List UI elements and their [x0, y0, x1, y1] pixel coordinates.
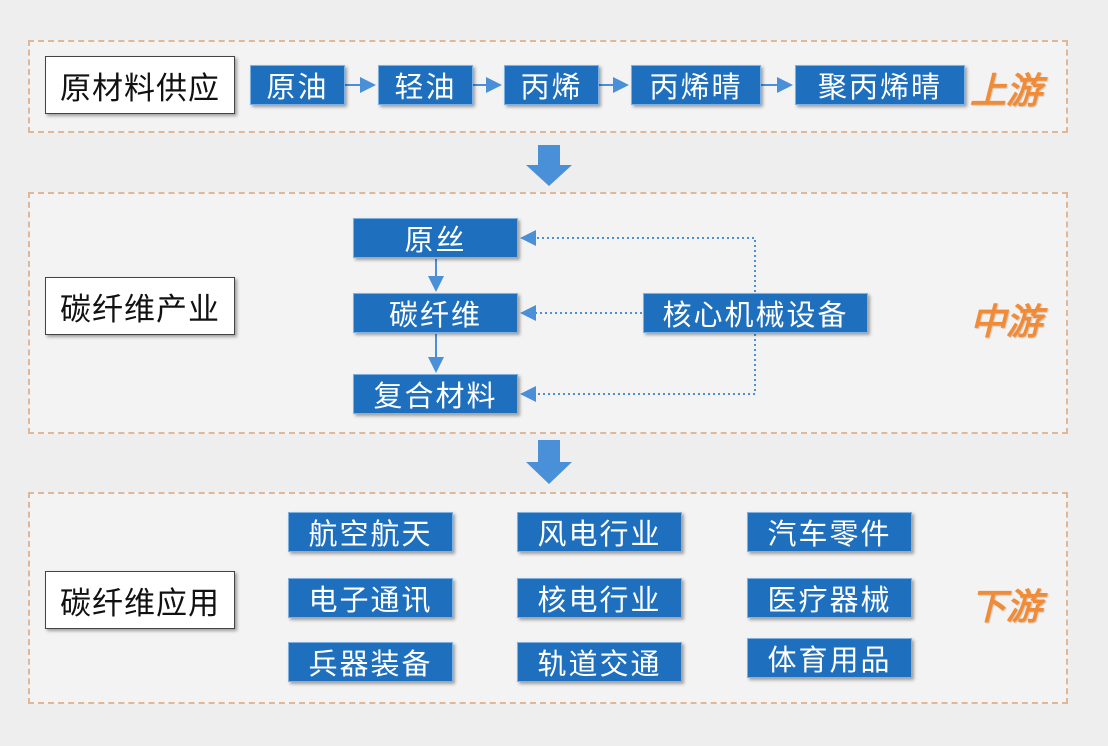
chain-node-light-oil: 轻油: [378, 65, 473, 105]
down-arrow: [526, 145, 572, 186]
upstream-label: 原材料供应: [45, 56, 235, 114]
core-equipment-node: 核心机械设备: [643, 293, 868, 333]
downstream-label: 碳纤维应用: [45, 571, 235, 629]
app-aerospace: 航空航天: [288, 512, 453, 552]
app-weapons: 兵器装备: [288, 642, 453, 682]
app-nuclear: 核电行业: [517, 578, 682, 618]
chain-node-acrylonitrile: 丙烯晴: [631, 65, 761, 105]
chain-node-polyacrylonitrile: 聚丙烯晴: [795, 65, 965, 105]
stage-midstream: 中游: [970, 301, 1043, 343]
app-rail-transit: 轨道交通: [517, 642, 682, 682]
app-telecom: 电子通讯: [288, 578, 453, 618]
stage-downstream: 下游: [970, 586, 1043, 628]
app-sports: 体育用品: [747, 638, 912, 678]
app-auto-parts: 汽车零件: [747, 512, 912, 552]
stage-upstream: 上游: [970, 70, 1043, 112]
app-medical: 医疗器械: [747, 578, 912, 618]
step-composite: 复合材料: [353, 374, 518, 414]
chain-node-propylene: 丙烯: [504, 65, 599, 105]
chain-node-crude-oil: 原油: [250, 65, 345, 105]
app-wind-power: 风电行业: [517, 512, 682, 552]
down-arrow: [526, 440, 572, 484]
step-precursor: 原丝: [353, 218, 518, 258]
step-carbon-fiber: 碳纤维: [353, 293, 518, 333]
midstream-label: 碳纤维产业: [45, 277, 235, 335]
